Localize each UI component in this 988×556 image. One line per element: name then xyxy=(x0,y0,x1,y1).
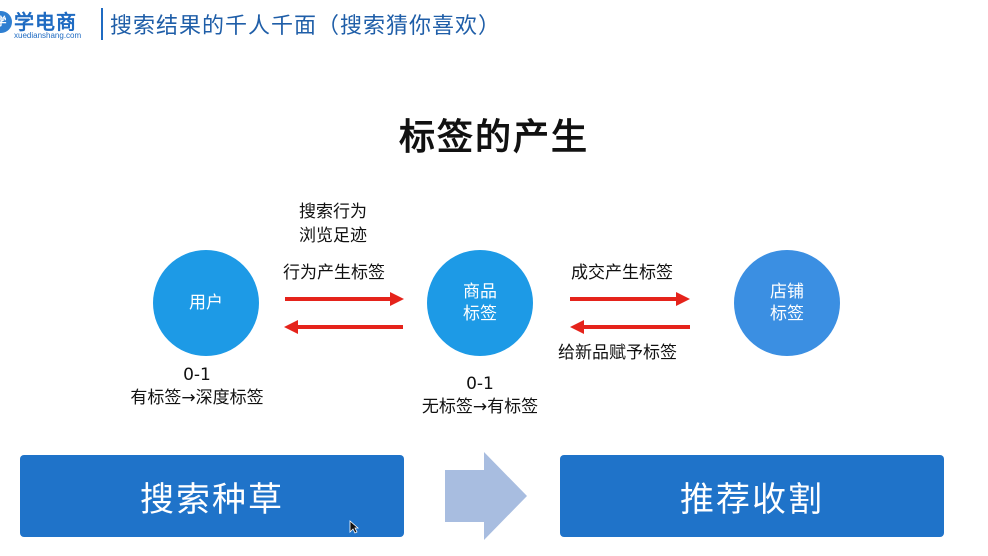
arrow-user-to-goods xyxy=(285,292,404,306)
label-behavior-tags: 行为产生标签 xyxy=(283,263,385,283)
label-user-level-desc: 有标签→深度标签 xyxy=(130,388,264,408)
label-search-behavior: 搜索行为 xyxy=(299,202,367,222)
node-shop-label-2: 标签 xyxy=(770,304,804,324)
header-divider xyxy=(101,8,103,40)
bar-search-seeding: 搜索种草 xyxy=(20,455,404,537)
node-shop-tags: 店铺 标签 xyxy=(734,250,840,356)
label-goods-level: 0-1 xyxy=(466,374,494,394)
bar-search-seeding-label: 搜索种草 xyxy=(140,479,284,520)
bar-recommend-harvest: 推荐收割 xyxy=(560,455,944,537)
arrow-goods-to-user xyxy=(284,320,403,334)
node-goods-tags: 商品 标签 xyxy=(427,250,533,356)
logo-subtitle: xuedianshang.com xyxy=(14,31,82,40)
arrow-goods-to-shop xyxy=(570,292,690,306)
logo-icon: 学 xyxy=(0,11,12,33)
label-browse-footprint: 浏览足迹 xyxy=(299,226,367,246)
big-arrow xyxy=(445,452,527,540)
bar-recommend-harvest-label: 推荐收割 xyxy=(680,479,824,520)
slide-header-title: 搜索结果的千人千面（搜索猜你喜欢） xyxy=(110,14,502,39)
label-goods-level-desc: 无标签→有标签 xyxy=(421,397,539,417)
node-goods-label-2: 标签 xyxy=(463,304,497,324)
mouse-cursor-icon xyxy=(349,520,359,534)
label-new-product-tags: 给新品赋予标签 xyxy=(558,343,677,363)
label-deal-tags: 成交产生标签 xyxy=(571,263,673,283)
node-goods-label-1: 商品 xyxy=(463,282,497,302)
node-user: 用户 xyxy=(153,250,259,356)
node-user-label: 用户 xyxy=(189,293,223,313)
label-user-level: 0-1 xyxy=(183,365,211,385)
arrow-shop-to-goods xyxy=(570,320,690,334)
node-shop-label-1: 店铺 xyxy=(770,282,804,302)
logo-text: 学电商 xyxy=(14,10,77,34)
main-title: 标签的产生 xyxy=(398,117,589,158)
header: 学 学电商 xuedianshang.com 搜索结果的千人千面（搜索猜你喜欢） xyxy=(0,0,988,52)
